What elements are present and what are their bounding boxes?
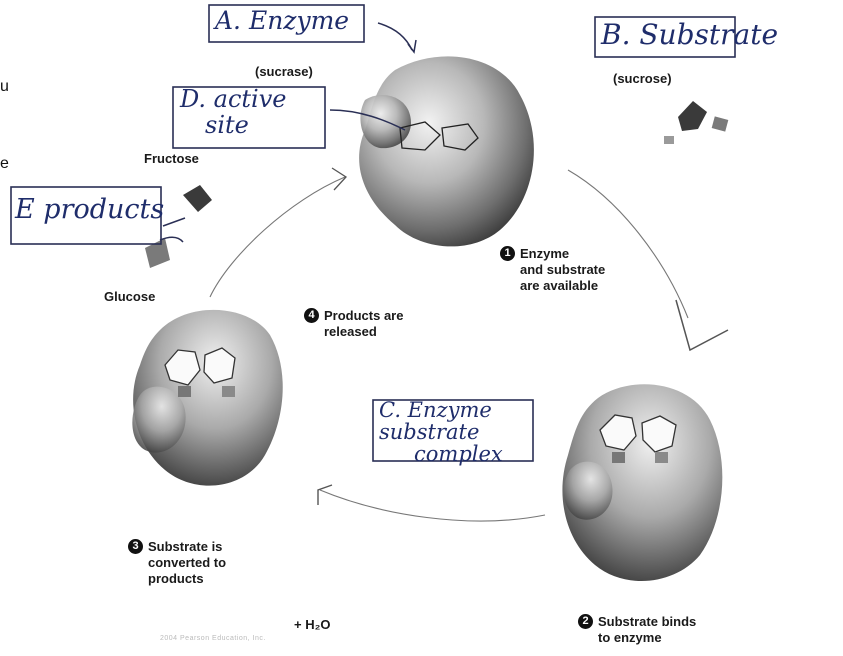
step-2-number: 2 xyxy=(578,614,593,629)
step-4-number: 4 xyxy=(304,308,319,323)
step-4-text: Products are released xyxy=(324,308,403,340)
glucose-label: Glucose xyxy=(104,289,155,305)
handwritten-label-d-line2: site xyxy=(180,112,286,138)
enzyme-bottom-right xyxy=(562,384,722,581)
step-3-text: Substrate is converted to products xyxy=(148,539,226,587)
handwritten-label-a: A. Enzyme xyxy=(215,6,349,35)
step-3: 3 Substrate is converted to products xyxy=(128,539,226,587)
step-2: 2 Substrate binds to enzyme xyxy=(578,614,696,646)
step-3-number: 3 xyxy=(128,539,143,554)
handwritten-label-d-line1: D. active xyxy=(180,86,286,112)
handwritten-label-e: E products xyxy=(15,194,164,225)
handwritten-label-c: C. Enzyme substrate complex xyxy=(379,399,503,465)
fructose-fragment xyxy=(183,185,212,212)
glucose-fragment xyxy=(145,238,170,268)
handwritten-label-c-line3: complex xyxy=(379,443,503,465)
water-label: + H₂O xyxy=(294,617,330,633)
margin-text-1: u xyxy=(0,78,9,96)
handwritten-label-d: D. active site xyxy=(180,86,286,138)
step-4: 4 Products are released xyxy=(304,308,403,340)
step-1: 1 Enzyme and substrate are available xyxy=(500,246,605,294)
margin-text-2: e xyxy=(0,155,9,173)
fructose-label: Fructose xyxy=(144,151,199,167)
credit-line: 2004 Pearson Education, Inc. xyxy=(160,635,266,642)
enzyme-top xyxy=(359,56,534,246)
step-2-text: Substrate binds to enzyme xyxy=(598,614,696,646)
enzyme-name-label: (sucrase) xyxy=(255,64,313,80)
step-1-text: Enzyme and substrate are available xyxy=(520,246,605,294)
sucrose-molecule xyxy=(664,101,728,144)
step-1-number: 1 xyxy=(500,246,515,261)
handwritten-label-b: B. Substrate xyxy=(601,18,778,51)
handwritten-label-c-line2: substrate xyxy=(379,421,503,443)
handwritten-label-c-line1: C. Enzyme xyxy=(379,399,503,421)
enzyme-bottom-left xyxy=(132,310,282,486)
substrate-name-label: (sucrose) xyxy=(613,71,672,87)
